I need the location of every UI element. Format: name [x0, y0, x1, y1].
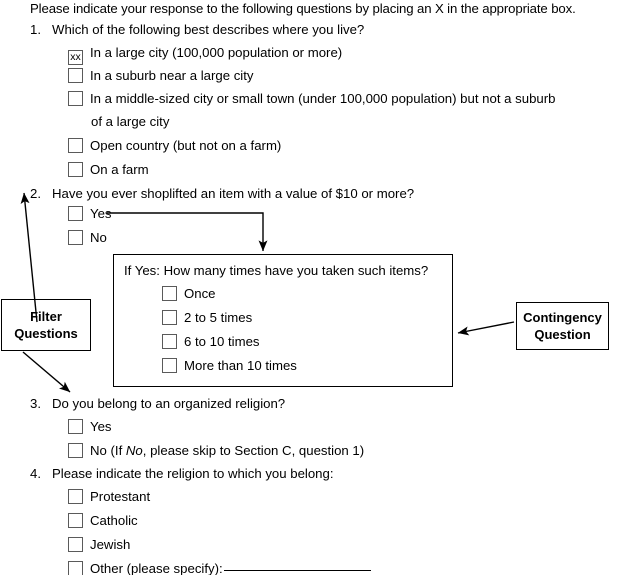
checkbox-icon[interactable] [162, 310, 177, 325]
checkbox-icon[interactable]: x [68, 50, 83, 65]
checkbox-icon[interactable] [162, 358, 177, 373]
contingency-option-6-to-10[interactable]: 6 to 10 times [162, 333, 260, 350]
q2-option-yes[interactable]: Yes [68, 205, 112, 222]
contingency-option-once[interactable]: Once [162, 285, 216, 302]
question-3-text: Do you belong to an organized religion? [52, 396, 286, 411]
question-4-text: Please indicate the religion to which yo… [52, 466, 334, 481]
contingency-option-label: More than 10 times [184, 358, 297, 373]
filter-to-q3-arrow [22, 351, 71, 393]
q1-option-label: In a middle-sized city or small town (un… [90, 91, 556, 106]
q3-option-no[interactable]: No (If No, please skip to Section C, que… [68, 442, 364, 459]
checkbox-icon[interactable] [68, 489, 83, 504]
contingency-callout-line1: Contingency [523, 310, 602, 325]
checkbox-icon[interactable] [68, 162, 83, 177]
q3-option-label: No (If No, please skip to Section C, que… [90, 443, 365, 458]
question-3-heading: 3. Do you belong to an organized religion… [30, 395, 285, 413]
other-specify-blank-line[interactable] [223, 570, 371, 571]
q1-option-middle-sized-city[interactable]: In a middle-sized city or small town (un… [68, 90, 556, 107]
q4-option-label: Catholic [90, 513, 138, 528]
q1-option-label: In a suburb near a large city [90, 68, 254, 83]
contingency-question-callout: Contingency Question [516, 302, 609, 350]
q4-option-label: Other (please specify): [90, 561, 223, 575]
question-2-heading: 2. Have you ever shoplifted an item with … [30, 185, 414, 203]
checkbox-icon[interactable] [162, 334, 177, 349]
q1-option-middle-sized-city-line2: of a large city [91, 114, 170, 129]
question-4-heading: 4. Please indicate the religion to which … [30, 465, 334, 483]
checkbox-icon[interactable] [162, 286, 177, 301]
checkbox-icon[interactable] [68, 68, 83, 83]
checkbox-icon[interactable] [68, 206, 83, 221]
filter-questions-callout: Filter Questions [1, 299, 91, 351]
q1-option-label: Open country (but not on a farm) [90, 138, 282, 153]
q3-option-label: Yes [90, 419, 112, 434]
q1-option-label: In a large city (100,000 population or m… [90, 45, 343, 60]
checkbox-icon[interactable] [68, 91, 83, 106]
checkbox-icon[interactable] [68, 537, 83, 552]
contingency-option-2-to-5[interactable]: 2 to 5 times [162, 309, 252, 326]
yes-to-contingency-connector [107, 212, 268, 252]
contingency-callout-line2: Question [534, 327, 591, 342]
question-3-number: 3. [30, 396, 41, 411]
q1-option-suburb[interactable]: In a suburb near a large city [68, 67, 253, 84]
question-4-number: 4. [30, 466, 41, 481]
q4-option-label: Protestant [90, 489, 151, 504]
contingency-option-label: Once [184, 286, 216, 301]
contingency-callout-arrow [457, 321, 515, 336]
q3-option-yes[interactable]: Yes [68, 418, 112, 435]
filter-callout-line2: Questions [14, 326, 78, 341]
q4-option-catholic[interactable]: Catholic [68, 512, 138, 529]
q4-option-other[interactable]: Other (please specify): [68, 560, 371, 575]
checkbox-icon[interactable] [68, 419, 83, 434]
question-1-text: Which of the following best describes wh… [52, 22, 365, 37]
q4-option-protestant[interactable]: Protestant [68, 488, 150, 505]
checkbox-icon[interactable] [68, 561, 83, 575]
q2-option-label: Yes [90, 206, 112, 221]
q4-option-jewish[interactable]: Jewish [68, 536, 130, 553]
checkbox-icon[interactable] [68, 138, 83, 153]
checkbox-icon[interactable] [68, 230, 83, 245]
question-1-number: 1. [30, 22, 41, 37]
question-2-text: Have you ever shoplifted an item with a … [52, 186, 415, 201]
q4-option-label: Jewish [90, 537, 131, 552]
q2-option-label: No [90, 230, 107, 245]
q1-option-open-country[interactable]: Open country (but not on a farm) [68, 137, 281, 154]
contingency-option-label: 2 to 5 times [184, 310, 253, 325]
contingency-option-more-than-10[interactable]: More than 10 times [162, 357, 297, 374]
q2-option-no[interactable]: No [68, 229, 107, 246]
question-2-number: 2. [30, 186, 41, 201]
contingency-option-label: 6 to 10 times [184, 334, 260, 349]
checkbox-icon[interactable] [68, 513, 83, 528]
contingency-box-title: If Yes: How many times have you taken su… [124, 263, 429, 278]
q1-option-large-city[interactable]: x In a large city (100,000 population or … [68, 44, 342, 65]
question-1-heading: 1. Which of the following best describes … [30, 21, 364, 39]
intro-instruction: Please indicate your response to the fol… [30, 1, 576, 16]
filter-callout-line1: Filter [30, 309, 62, 324]
checkbox-icon[interactable] [68, 443, 83, 458]
q1-option-label: On a farm [90, 162, 149, 177]
q1-option-farm[interactable]: On a farm [68, 161, 149, 178]
